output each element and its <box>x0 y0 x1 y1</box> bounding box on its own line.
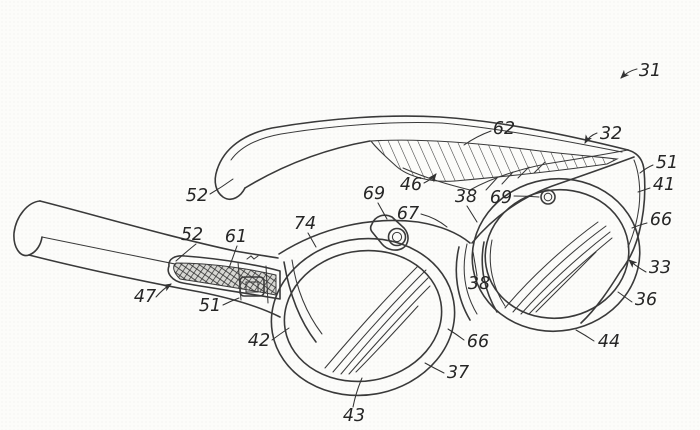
ref-label-52-top: 52 <box>186 186 208 206</box>
left-lens <box>270 237 456 397</box>
ref-label-44: 44 <box>598 332 620 352</box>
camera-icon <box>369 214 409 251</box>
ref-label-47: 47 <box>134 287 156 307</box>
ref-label-38-top: 38 <box>455 187 477 207</box>
electronics-cutaway <box>167 255 281 304</box>
leader-lines <box>155 68 654 408</box>
frame-left-endpiece <box>283 259 323 343</box>
ref-label-69-right: 69 <box>490 188 512 208</box>
temple-inner-face-hatched <box>369 139 619 191</box>
ref-label-37: 37 <box>447 363 469 383</box>
ref-label-52-mid: 52 <box>181 225 203 245</box>
right-lens <box>471 177 641 333</box>
right-temple-arm <box>214 115 629 201</box>
ref-label-66-right: 66 <box>650 210 672 230</box>
ref-label-62: 62 <box>493 119 515 139</box>
ref-label-74: 74 <box>294 214 316 234</box>
ref-label-41: 41 <box>653 175 675 195</box>
left-temple-arm <box>13 200 281 318</box>
ref-label-36: 36 <box>635 290 657 310</box>
ref-label-38-mid: 38 <box>468 274 490 294</box>
ref-label-66-center: 66 <box>467 332 489 352</box>
reference-numerals: 31 32 62 46 52 69 67 38 69 51 41 66 74 5… <box>134 61 678 426</box>
ref-label-46: 46 <box>400 175 422 195</box>
nose-bridge <box>455 239 506 321</box>
ref-label-69-left: 69 <box>363 184 385 204</box>
ref-label-51-right: 51 <box>656 153 678 173</box>
ref-label-32: 32 <box>600 124 622 144</box>
ref-label-61: 61 <box>225 227 247 247</box>
ref-label-67: 67 <box>397 204 419 224</box>
ref-label-33: 33 <box>649 258 671 278</box>
ref-label-31: 31 <box>639 61 661 81</box>
indicator-ring-icon <box>540 189 556 205</box>
ref-label-51-mid: 51 <box>199 296 221 316</box>
ref-label-43: 43 <box>343 406 365 426</box>
right-lens-reflection <box>504 221 613 315</box>
ref-label-42: 42 <box>248 331 270 351</box>
left-lens-reflection <box>324 265 431 375</box>
frame-right-endpiece <box>469 149 646 324</box>
